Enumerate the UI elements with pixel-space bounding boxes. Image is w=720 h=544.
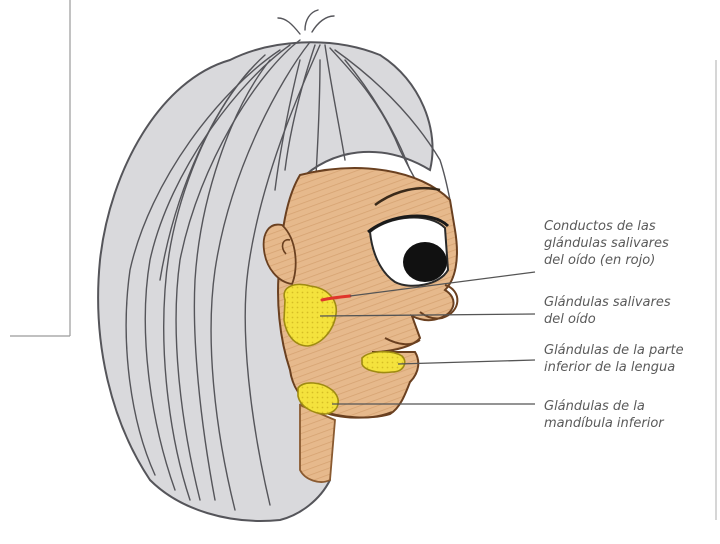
label-sublingual-glands: Glándulas de la parte inferior de la len… — [544, 342, 684, 376]
label-ducts-line-2: glándulas salivares — [544, 235, 669, 252]
label-parotid-glands: Glándulas salivares del oído — [544, 294, 671, 328]
hair-strand — [278, 18, 300, 34]
label-mandibular-line-2: mandíbula inferior — [544, 415, 664, 432]
pupil — [403, 242, 447, 282]
neck — [300, 405, 335, 482]
label-mandibular-glands: Glándulas de la mandíbula inferior — [544, 398, 664, 432]
label-sublingual-line-2: inferior de la lengua — [544, 359, 684, 376]
label-parotid-line-1: Glándulas salivares — [544, 294, 671, 311]
label-sublingual-line-1: Glándulas de la parte — [544, 342, 684, 359]
label-ducts-line-3: del oído (en rojo) — [544, 252, 669, 269]
hair-strand — [312, 16, 334, 32]
sublingual-gland — [362, 352, 405, 373]
label-ducts: Conductos de las glándulas salivares del… — [544, 218, 669, 269]
label-mandibular-line-1: Glándulas de la — [544, 398, 664, 415]
label-parotid-line-2: del oído — [544, 311, 671, 328]
label-ducts-line-1: Conductos de las — [544, 218, 669, 235]
